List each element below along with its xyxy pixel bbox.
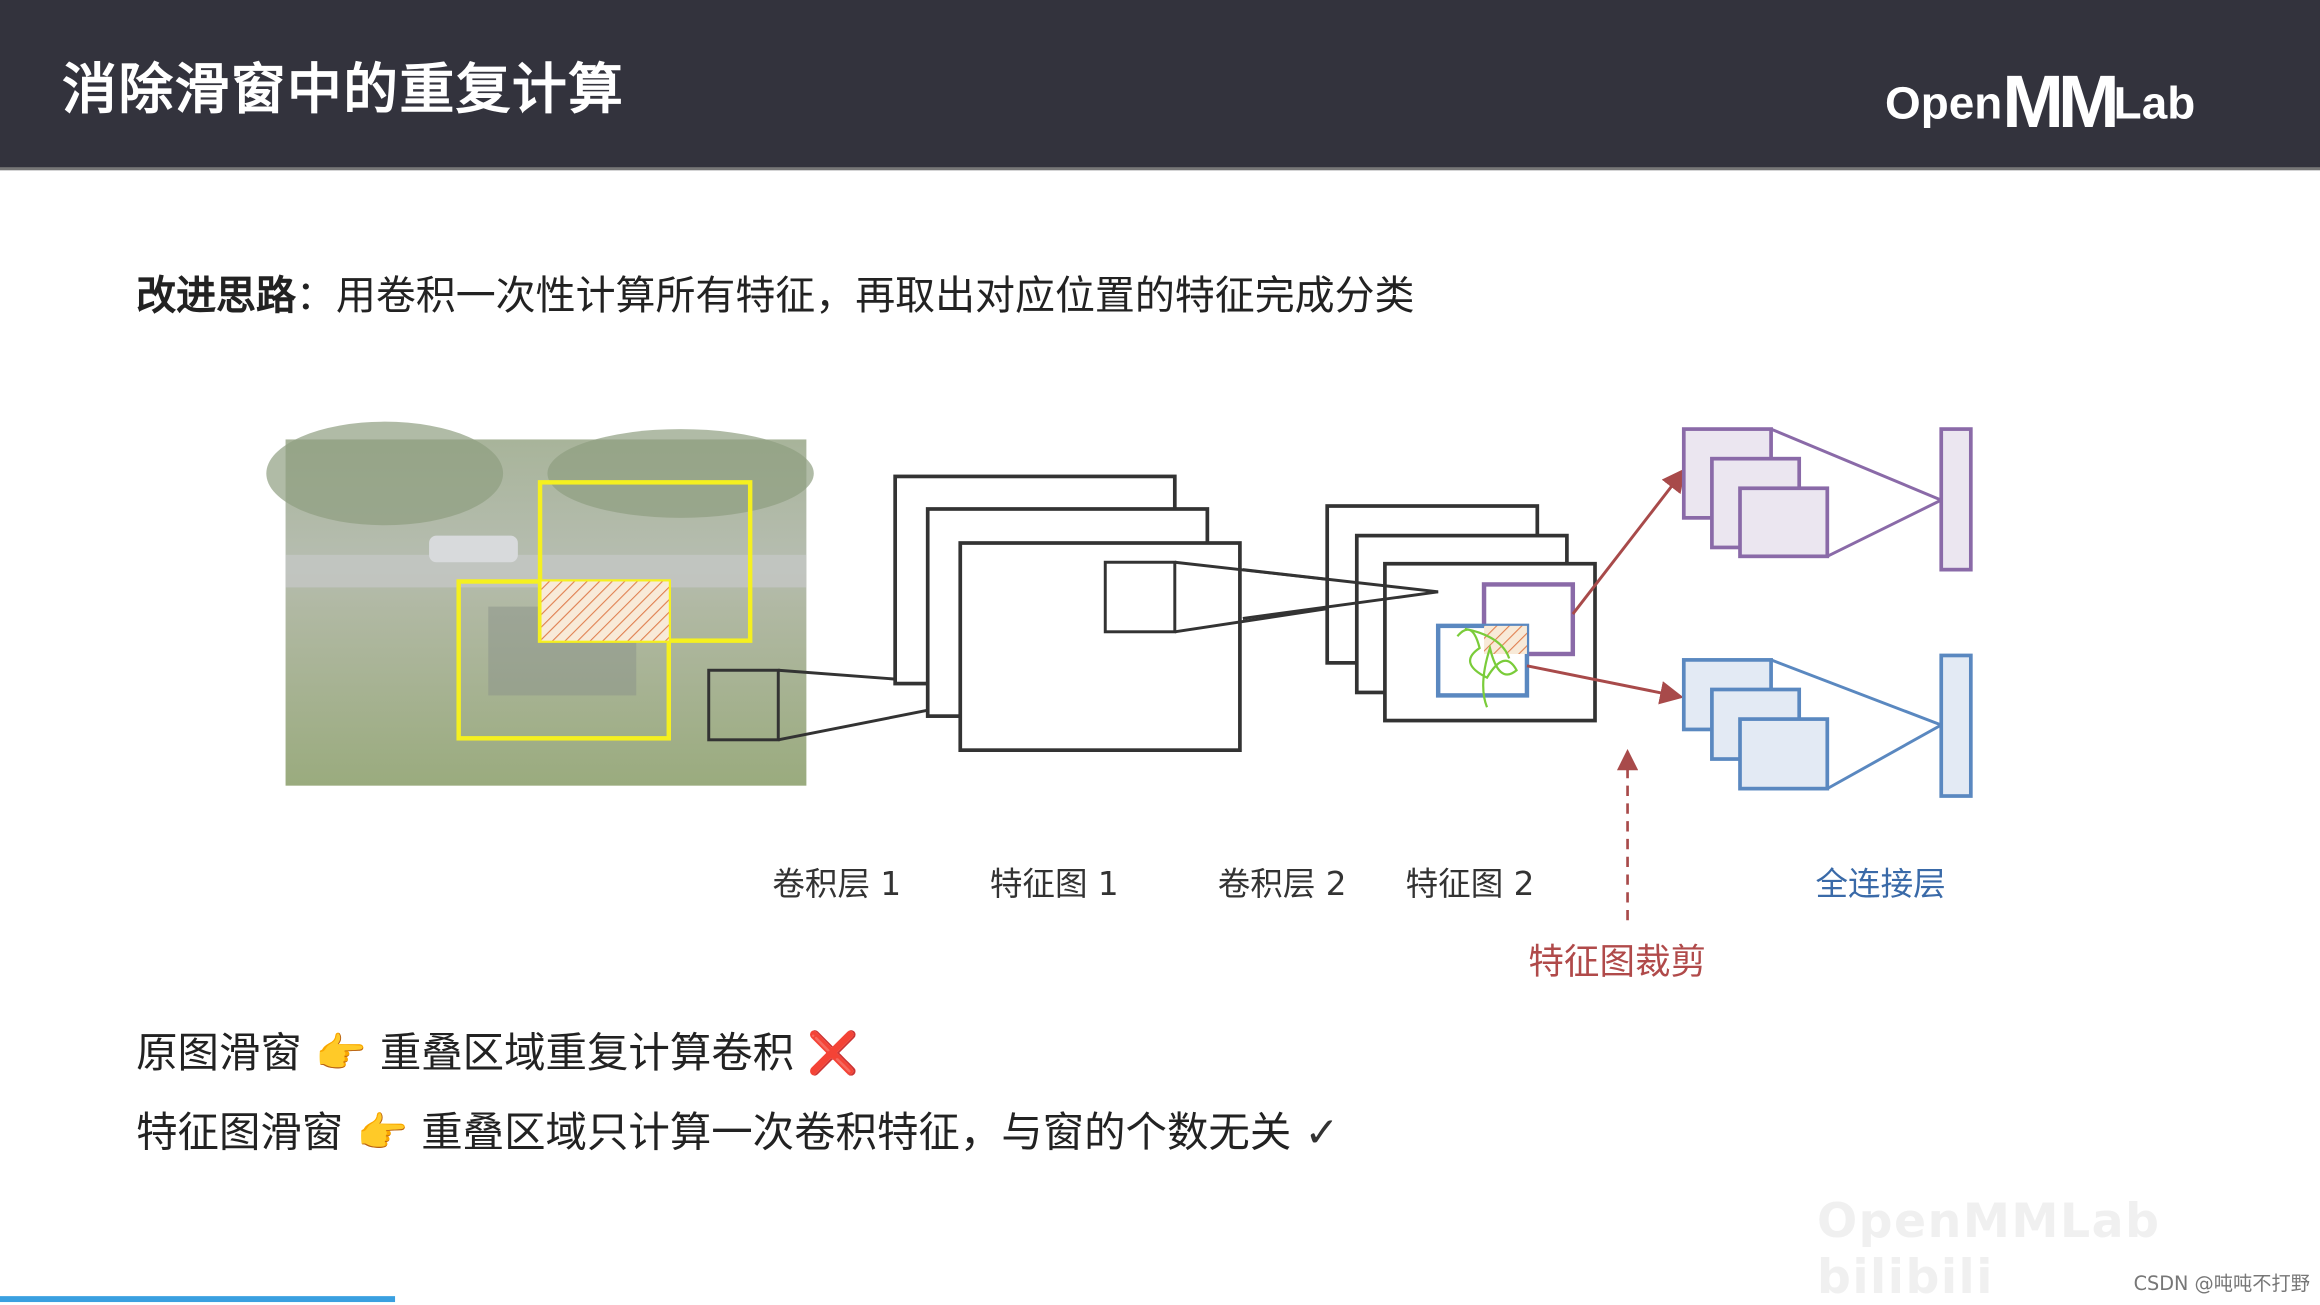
- label-crop: 特征图裁剪: [1528, 941, 1706, 983]
- fc-purple: [1681, 427, 1973, 572]
- label-conv1: 卷积层 1: [772, 867, 902, 905]
- improvement-idea: 改进思路：用卷积一次性计算所有特征，再取出对应位置的特征完成分类: [136, 263, 1414, 321]
- openmmlab-logo: OpenMMLab: [1885, 60, 2196, 144]
- pointing-hand-icon: 👉: [315, 1028, 367, 1078]
- brand-watermark: OpenMMLab bilibili: [1816, 1192, 2161, 1305]
- overlap-region: [541, 581, 669, 641]
- playback-progress-bar[interactable]: [0, 1296, 395, 1303]
- comparison-line-1: 原图滑窗 👉 重叠区域重复计算卷积 ❌: [136, 1028, 859, 1078]
- label-fc: 全连接层: [1815, 867, 1946, 905]
- feature-map-1: [893, 474, 1439, 753]
- pointing-hand-icon: 👉: [356, 1108, 409, 1158]
- check-icon: ✓: [1304, 1108, 1340, 1158]
- csdn-watermark: CSDN @吨吨不打野: [2133, 1273, 2310, 1297]
- idea-text: ：用卷积一次性计算所有特征，再取出对应位置的特征完成分类: [295, 273, 1415, 320]
- label-feat1: 特征图 1: [989, 867, 1119, 905]
- label-conv2: 卷积层 2: [1217, 867, 1347, 905]
- slide-header: 消除滑窗中的重复计算 OpenMMLab: [0, 0, 2320, 171]
- input-image: [266, 421, 1034, 786]
- window-box-2: [537, 480, 753, 643]
- label-feat2: 特征图 2: [1405, 867, 1535, 905]
- cross-icon: ❌: [807, 1028, 859, 1078]
- comparison-line-2: 特征图滑窗 👉 重叠区域只计算一次卷积特征，与窗的个数无关 ✓: [136, 1108, 1340, 1158]
- scribble: [1456, 627, 1518, 708]
- fc-blue: [1681, 653, 1973, 798]
- idea-label: 改进思路: [136, 273, 296, 320]
- slide-title: 消除滑窗中的重复计算: [62, 57, 625, 122]
